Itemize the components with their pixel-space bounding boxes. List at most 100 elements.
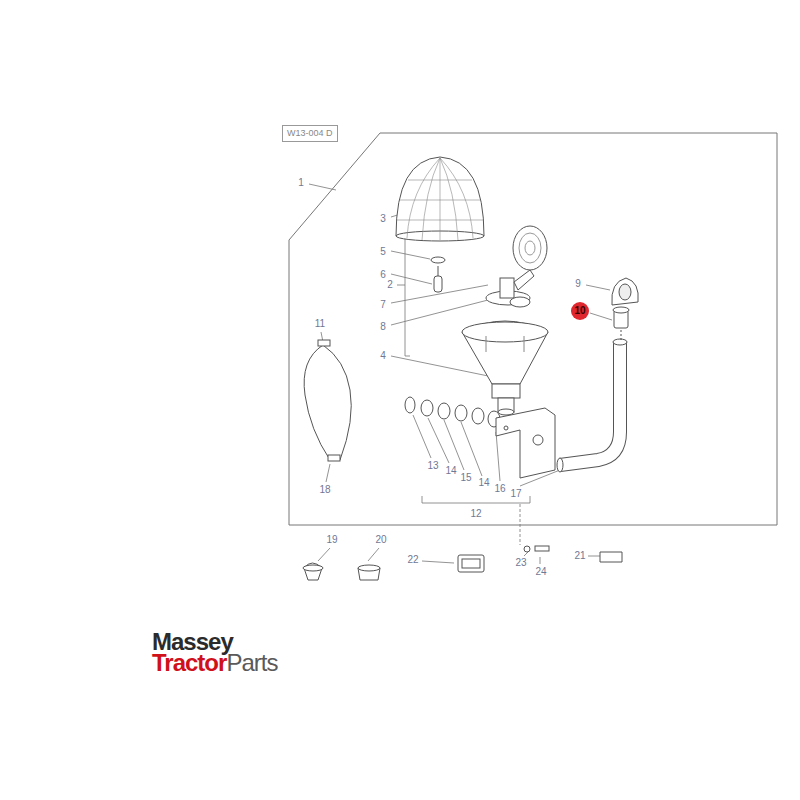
g-shape <box>397 158 483 240</box>
reflector <box>513 226 547 270</box>
rect-shape <box>492 384 520 398</box>
path-shape <box>440 158 458 240</box>
cable <box>304 340 351 461</box>
cap-and-plug <box>612 278 638 340</box>
ellipse-shape <box>455 405 467 421</box>
ellipse-shape <box>405 397 415 413</box>
callout-highlight: 10 <box>571 302 589 320</box>
callout-number: 9 <box>575 279 581 289</box>
callout-number: 6 <box>380 270 386 280</box>
line-shape <box>590 313 612 320</box>
callout-number: 16 <box>494 484 505 494</box>
circle-shape <box>533 435 543 445</box>
line-shape <box>397 220 483 221</box>
path-shape <box>462 321 548 384</box>
path-shape <box>304 345 330 460</box>
line-shape <box>368 548 379 561</box>
line-shape <box>408 180 472 181</box>
leader-lines <box>309 184 612 564</box>
line-shape <box>326 464 330 482</box>
rect-shape <box>535 546 549 551</box>
ellipse-shape <box>421 400 433 416</box>
line-shape <box>422 496 423 503</box>
line-shape <box>400 200 480 201</box>
callout-number: 4 <box>380 351 386 361</box>
callout-number: 19 <box>326 535 337 545</box>
line-shape <box>621 330 622 340</box>
callout-number: 3 <box>380 214 386 224</box>
line-shape <box>586 285 610 290</box>
ellipse-shape <box>510 297 530 307</box>
ellipse-shape <box>431 257 445 263</box>
callout-number: 8 <box>380 322 386 332</box>
circle-shape <box>504 426 508 430</box>
callout-number: 22 <box>407 555 418 565</box>
path-shape <box>560 342 620 465</box>
path-shape <box>304 563 322 580</box>
ellipse-shape <box>619 284 631 300</box>
rotator <box>486 270 534 307</box>
rect-shape <box>458 555 484 572</box>
callout-number: 11 <box>315 319 325 329</box>
ellipse-shape <box>498 409 514 415</box>
line-shape <box>391 300 488 325</box>
dome-lens <box>396 157 484 241</box>
path-shape <box>496 408 555 478</box>
line-shape <box>540 557 541 564</box>
callout-number: 21 <box>574 551 585 561</box>
line-shape <box>422 561 454 563</box>
line-shape <box>461 422 482 476</box>
callout-number: 14 <box>478 478 489 488</box>
pipe <box>557 339 627 472</box>
path-shape <box>514 270 534 290</box>
drawing-ref: W13-004 D <box>287 129 333 138</box>
rect-shape <box>462 559 480 568</box>
callout-number: 1 <box>298 178 304 188</box>
ellipse-shape <box>358 565 380 571</box>
line-shape <box>318 548 330 561</box>
line-shape <box>397 285 405 286</box>
ellipse-shape <box>513 226 547 270</box>
ellipse-shape <box>438 403 450 419</box>
callout-number: 13 <box>427 461 438 471</box>
path-shape <box>422 158 440 240</box>
ellipse-shape <box>613 307 629 313</box>
ellipse-shape <box>303 565 323 571</box>
callout-number: 23 <box>515 558 526 568</box>
path-shape <box>560 342 620 465</box>
line-shape <box>413 415 431 458</box>
bottom-parts <box>303 546 622 580</box>
callout-number: 18 <box>319 485 330 495</box>
path-shape <box>612 278 638 305</box>
rect-shape <box>434 276 442 292</box>
assembly-outline <box>289 133 777 525</box>
mounting-bracket <box>496 408 555 478</box>
bulb-and-washer <box>431 257 445 292</box>
path-shape <box>486 336 524 352</box>
line-shape <box>405 356 410 357</box>
brand-logo: Tractor <box>152 651 226 675</box>
path-shape <box>289 133 777 525</box>
line-shape <box>520 504 521 545</box>
line-shape <box>496 432 500 481</box>
line-shape <box>391 274 432 284</box>
path-shape <box>407 158 440 238</box>
ellipse-shape <box>613 339 627 345</box>
line-shape <box>438 266 439 276</box>
callout-number: 12 <box>470 509 481 519</box>
callout-number: 7 <box>380 300 386 310</box>
line-shape <box>588 556 600 557</box>
callout-number: 24 <box>535 567 546 577</box>
rect-shape <box>318 340 330 346</box>
path-shape <box>600 552 622 562</box>
callout-number: 15 <box>460 473 471 483</box>
ellipse-shape <box>472 408 484 424</box>
base-4 <box>462 321 548 415</box>
callout-number: 14 <box>445 466 456 476</box>
washers <box>405 397 500 427</box>
path-shape <box>323 345 351 460</box>
callout-number: 10 <box>574 306 585 316</box>
ellipse-shape <box>462 322 548 342</box>
